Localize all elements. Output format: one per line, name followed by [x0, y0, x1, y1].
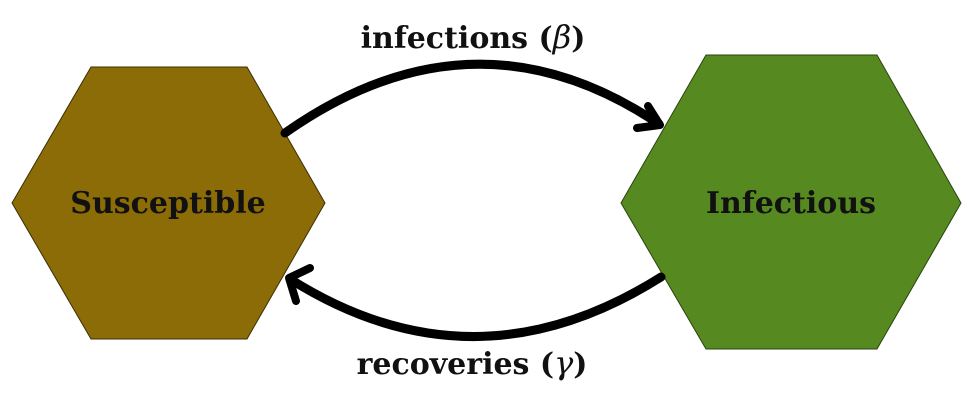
infectious-node: Infectious [620, 54, 962, 350]
infections-label: infections (β) [361, 18, 586, 56]
recoveries-label-text: recoveries ( [357, 347, 555, 382]
gamma-symbol: γ [554, 344, 574, 382]
susceptible-hexagon [11, 66, 326, 340]
susceptible-node: Susceptible [11, 66, 326, 340]
recoveries-label-close: ) [573, 347, 587, 382]
recoveries-arrowhead [285, 264, 314, 305]
infections-arrowhead [633, 102, 664, 132]
infections-arrow [280, 59, 664, 138]
infectious-hexagon [620, 54, 962, 350]
recoveries-arrow [285, 264, 666, 341]
infections-arrow-line [280, 59, 664, 138]
infectious-label: Infectious [706, 186, 876, 221]
recoveries-arrow-line [285, 272, 666, 341]
infections-label-close: ) [571, 21, 585, 56]
susceptible-label: Susceptible [70, 186, 265, 221]
recoveries-label: recoveries (γ) [357, 344, 588, 382]
beta-symbol: β [552, 18, 572, 56]
infections-label-text: infections ( [361, 21, 553, 56]
